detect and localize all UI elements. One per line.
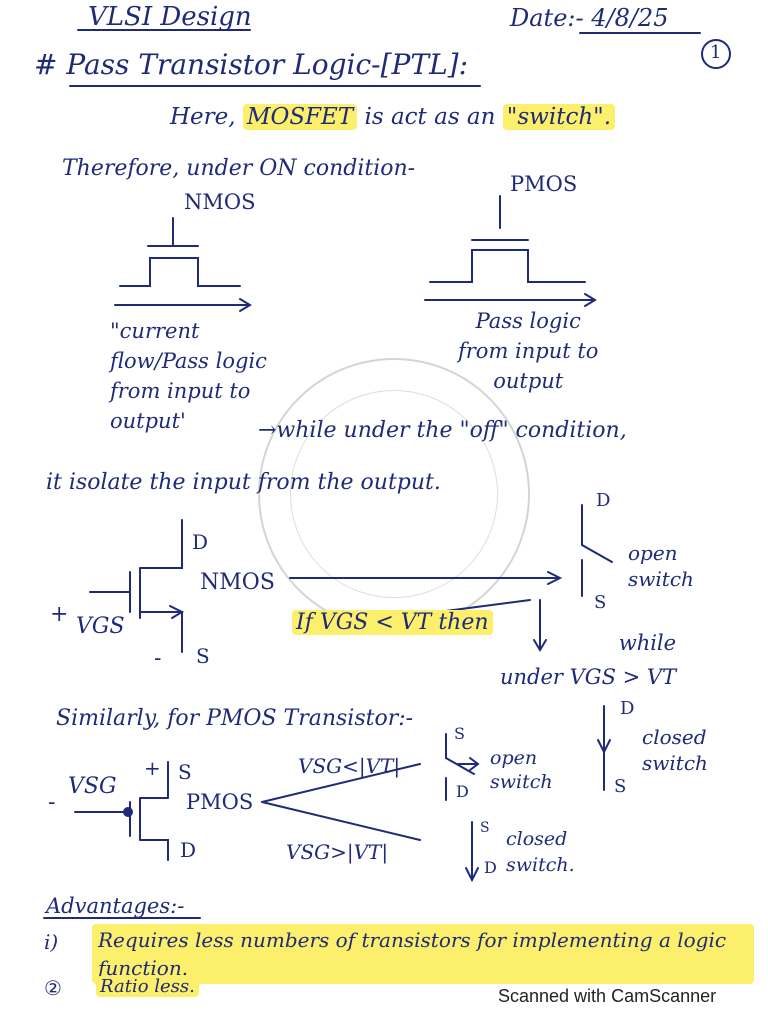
highlight-mosfet: MOSFET [242, 104, 358, 130]
nmos-arrow [114, 298, 252, 312]
nmos-to-switch-arrow [289, 571, 563, 585]
pmos-open-switch [445, 733, 475, 801]
off-condition-line: →while under the "off" condition, [258, 418, 627, 443]
nmos-label-top: NMOS [184, 190, 256, 214]
pmos-split-lines [261, 763, 421, 841]
current-flow-note: "current flow/Pass logic from input to o… [110, 319, 267, 433]
pmos-label-top: PMOS [510, 172, 578, 196]
subject-title: VLSI Design [88, 2, 252, 32]
pmos-source-label: S [178, 760, 192, 784]
while-under-note: while under VGS > VT [500, 631, 677, 689]
pmos-pulse [429, 195, 586, 283]
pmos-plus-sign: + [144, 756, 161, 780]
open-switch-note: open switch [628, 541, 694, 591]
nmos-drain-label: D [192, 530, 209, 554]
closed-drain-label: D [620, 698, 635, 719]
advantage-1-text: Requires less numbers of transistors for… [92, 924, 754, 984]
pmos-open-switch-note: open switch [490, 747, 553, 793]
advantage-2-text: Ratio less. [96, 976, 199, 997]
pmos-arrow [424, 293, 597, 307]
nmos-pulse [119, 217, 241, 287]
pmos-closed-source-label: S [480, 820, 490, 836]
pmos-open-drain-label: D [456, 782, 469, 801]
highlight-switch: "switch". [502, 104, 616, 130]
scanner-watermark: Scanned with CamScanner [498, 986, 717, 1006]
pmos-closed-drain-label: D [484, 858, 497, 877]
vgs-condition-highlight: If VGS < VT then [292, 610, 493, 635]
pmos-closed-switch-note: closed switch. [506, 828, 575, 876]
page-title: # Pass Transistor Logic-[PTL]: [34, 48, 469, 81]
pmos-open-source-label: S [454, 724, 465, 743]
closed-switch-note: closed switch [642, 725, 708, 775]
nmos-vgs-label: VGS [76, 614, 125, 639]
pmos-transistor [74, 761, 169, 861]
advantages-heading: Advantages:- [46, 894, 185, 918]
intro-line: Here, MOSFET is act as an "switch". [170, 104, 616, 130]
pmos-closed-switch [465, 821, 479, 883]
page-number: 1 [710, 42, 722, 63]
advantage-2-number: ② [44, 976, 62, 1000]
pmos-drain-label: D [180, 838, 197, 862]
page-number-circle [701, 39, 731, 69]
pmos-minus-sign: - [48, 790, 56, 815]
nmos-plus-sign: + [50, 602, 69, 627]
switch-drain-label: D [596, 490, 611, 511]
vsg-greater-label: VSG>|VT| [286, 840, 389, 864]
nmos-minus-sign: - [154, 646, 162, 671]
isolate-line: it isolate the input from the output. [46, 470, 441, 495]
pmos-label-mid: PMOS [186, 790, 254, 814]
similarly-line: Similarly, for PMOS Transistor:- [56, 706, 414, 731]
on-condition-line: Therefore, under ON condition- [62, 156, 416, 181]
nmos-source-label: S [196, 644, 210, 668]
nmos-label-mid: NMOS [200, 570, 275, 595]
closed-source-label: S [614, 776, 627, 797]
nmos-transistor [89, 519, 183, 653]
right-closed-switch [597, 705, 611, 791]
switch-source-label: S [594, 592, 607, 613]
pmos-vsg-label: VSG [68, 774, 117, 799]
advantage-1-number: i) [44, 930, 59, 954]
open-switch-drawing [581, 504, 613, 597]
date-label: Date:- 4/8/25 [510, 4, 669, 32]
vsg-less-label: VSG<|VT| [298, 754, 401, 778]
pass-logic-note: Pass logic from input to output [458, 309, 599, 393]
